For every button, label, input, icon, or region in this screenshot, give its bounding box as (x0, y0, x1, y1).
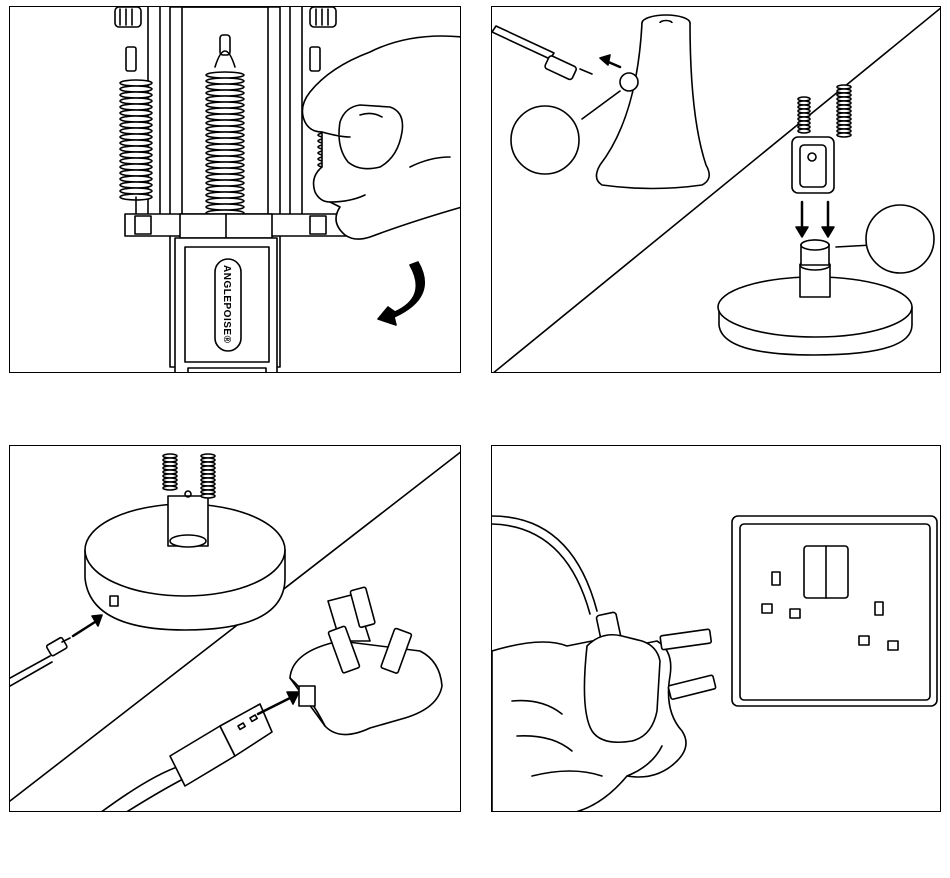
coil-loop (206, 132, 244, 138)
coil-loop (120, 182, 152, 188)
step-panel-3 (9, 445, 461, 812)
coil-loop (120, 146, 152, 152)
coil-loop (120, 164, 152, 170)
coil-loop (120, 158, 152, 164)
coil-loop (120, 176, 152, 182)
coil-loop (206, 114, 244, 120)
coil-loop (206, 150, 244, 156)
coil-loop (120, 152, 152, 158)
coil-loop (206, 102, 244, 108)
coil-loop (837, 133, 851, 137)
cross-bar (125, 214, 355, 238)
arm-lower-body: ANGLEPOISE® (175, 238, 277, 373)
coil-loop (206, 156, 244, 162)
arrow-to-base (73, 615, 102, 636)
coil-loop (120, 134, 152, 140)
step-panel-1: ANGLEPOISE® (9, 6, 461, 373)
coil-loop (206, 162, 244, 168)
step-panel-4 (491, 445, 941, 812)
coil-loop (206, 168, 244, 174)
coil-loop (206, 78, 244, 84)
logo-text: ANGLEPOISE® (221, 265, 232, 344)
callout-circle-2 (836, 205, 934, 273)
coil-loop (206, 90, 244, 96)
arrow-to-adapter (258, 692, 299, 714)
knob-left (115, 7, 141, 27)
wall-socket (732, 516, 937, 706)
lamp-base (85, 454, 285, 630)
coil-loop (206, 192, 244, 198)
coil-loop (206, 174, 244, 180)
coil-loop (206, 72, 244, 78)
coil-loop (120, 80, 152, 86)
coil-loop (201, 494, 215, 498)
coil-loop (206, 144, 244, 150)
coil-loop (120, 104, 152, 110)
hand-right (302, 36, 461, 239)
coil-loop (206, 108, 244, 114)
coil-loop (206, 180, 244, 186)
coil-loop (206, 84, 244, 90)
coil-loop (120, 170, 152, 176)
uk-plug-adapter (290, 587, 442, 735)
coil-loop (120, 92, 152, 98)
coil-loop (120, 140, 152, 146)
coil-loop (206, 138, 244, 144)
coil-loop (798, 129, 810, 133)
coil-loop (120, 116, 152, 122)
coil-loop (120, 188, 152, 194)
coil-loop (163, 486, 177, 490)
coil-loop (206, 198, 244, 204)
lamp-shade (596, 15, 709, 189)
coil-loop (206, 96, 244, 102)
coil-loop (206, 204, 244, 210)
lamp-neck (792, 85, 851, 193)
arrows-down (796, 202, 834, 237)
coil-loop (120, 86, 152, 92)
usb-a-cable (100, 704, 272, 812)
coil-loop (206, 186, 244, 192)
screwdriver (492, 26, 592, 80)
coil-loop (120, 110, 152, 116)
rotate-arrow (378, 262, 424, 325)
step-panel-2 (491, 6, 941, 373)
knob-right (310, 7, 336, 27)
coil-loop (120, 98, 152, 104)
coil-loop (120, 128, 152, 134)
arrow-left (600, 55, 620, 67)
coil-loop (120, 122, 152, 128)
micro-usb-cable (10, 637, 70, 686)
coil-loop (206, 120, 244, 126)
hand-holding-plug (492, 635, 686, 812)
coil-loop (206, 126, 244, 132)
